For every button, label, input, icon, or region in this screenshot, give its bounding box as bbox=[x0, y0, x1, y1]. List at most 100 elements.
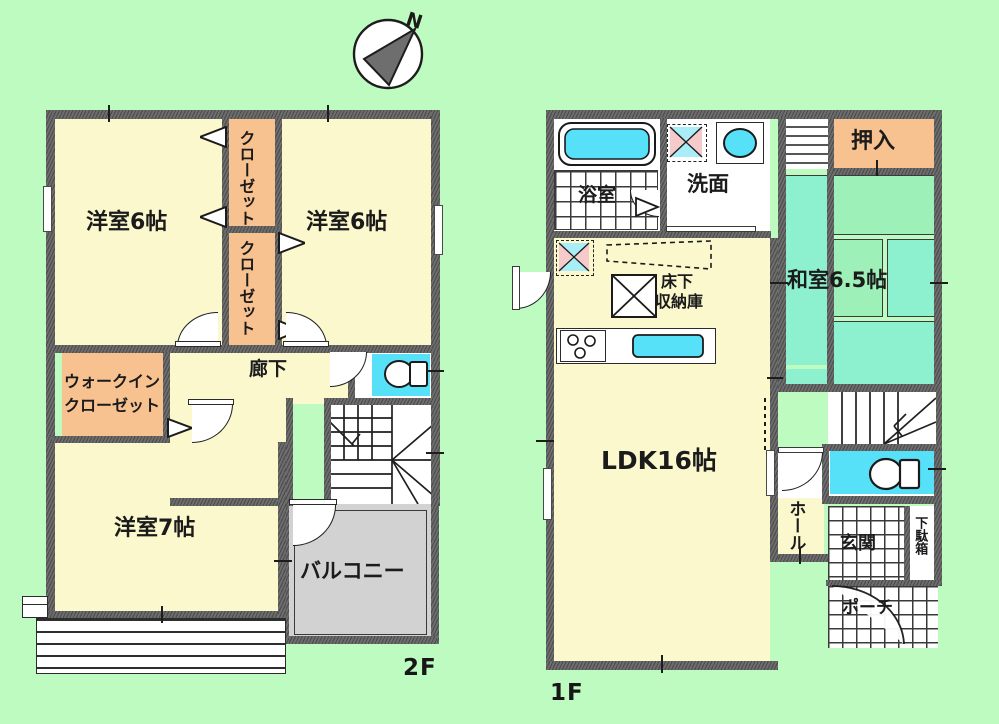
tatami-mat-4 bbox=[887, 239, 937, 317]
label-porch: ポーチ bbox=[842, 598, 893, 618]
closet-bottom-door-arrow-1 bbox=[277, 232, 305, 254]
staircase-1f bbox=[828, 392, 936, 444]
tatami-mat-3 bbox=[833, 239, 883, 317]
window-1f-left-a bbox=[543, 468, 552, 520]
wall-1f-stair-bottom bbox=[822, 444, 940, 451]
door-sill-6b bbox=[283, 341, 329, 347]
wall-2f-wic-right bbox=[163, 352, 170, 442]
label-walk-in-closet-line1: ウォークイン bbox=[64, 372, 161, 391]
wall-2f-toilet-bottom bbox=[330, 398, 434, 405]
dimension-tick-washitsu-bottom bbox=[767, 377, 783, 379]
door-sill-hall bbox=[778, 447, 824, 453]
dimension-tick-2f-top-b bbox=[327, 105, 329, 122]
range-hood-dashed bbox=[605, 239, 713, 271]
room-hall-strip bbox=[776, 498, 824, 556]
tatami-outline-2 bbox=[833, 175, 937, 235]
wall-2f-corridor-right bbox=[286, 398, 293, 506]
wall-2f-corridor-bottom bbox=[170, 498, 292, 506]
tatami-mat-6 bbox=[785, 369, 937, 385]
floor-tag-1f: 1F bbox=[550, 680, 584, 706]
roof-eaves-2f bbox=[36, 618, 286, 674]
door-sill-balcony bbox=[289, 499, 337, 505]
room-bedroom-6b bbox=[281, 116, 433, 348]
dimension-tick-1f-right-a bbox=[930, 282, 948, 284]
window-1f-ldk-right bbox=[766, 450, 775, 496]
wic-door-arrow bbox=[166, 418, 192, 438]
wall-1f-tatami-divider bbox=[827, 119, 834, 385]
floor-tag-2f: 2F bbox=[403, 655, 437, 681]
dimension-tick-1f-bottom bbox=[661, 655, 663, 673]
label-oshiire: 押入 bbox=[851, 129, 896, 154]
closet-top-door-arrow-1 bbox=[200, 126, 228, 148]
toilet-2f-fixture bbox=[380, 352, 432, 396]
wall-1f-right-upper bbox=[934, 110, 942, 386]
north-arrow bbox=[352, 15, 428, 91]
tatami-mat-2 bbox=[833, 175, 937, 235]
label-washitsu: 和室6.5帖 bbox=[787, 268, 888, 292]
room-closet-bottom bbox=[228, 232, 277, 348]
tatami-outline-4 bbox=[887, 239, 937, 317]
staircase-2f bbox=[330, 404, 434, 504]
dimension-tick-2f-right-a bbox=[426, 370, 444, 372]
wall-1f-ldk-right bbox=[770, 238, 778, 562]
wash-basin-box bbox=[716, 122, 764, 164]
room-walk-in-closet bbox=[62, 352, 166, 438]
dimension-tick-2f-bottom bbox=[161, 606, 163, 623]
door-sill-washroom bbox=[666, 226, 756, 232]
dimension-tick-hall bbox=[799, 548, 801, 564]
door-arrow-bath bbox=[632, 196, 660, 218]
wall-1f-washitsu-bottom bbox=[776, 384, 940, 392]
entrance-door-arc bbox=[830, 584, 906, 646]
wall-2f-wic-bottom bbox=[52, 436, 170, 443]
room-ldk bbox=[553, 238, 770, 662]
room-genkan bbox=[828, 506, 908, 582]
tatami-mat-5 bbox=[833, 321, 937, 377]
wall-2f-closet-mid bbox=[222, 226, 282, 233]
wall-1f-washroom-bottom bbox=[553, 231, 771, 238]
wall-2f-bedrooms-bottom bbox=[46, 345, 440, 353]
room-corridor-2f-lower bbox=[170, 404, 292, 504]
label-walk-in-closet-line2: クローゼット bbox=[64, 396, 161, 415]
balcony-inner-edge bbox=[294, 510, 427, 635]
room-getabako bbox=[908, 506, 938, 582]
wall-2f-right bbox=[431, 110, 440, 506]
ldk-sliding-door-dashed bbox=[762, 398, 768, 454]
label-washroom: 洗面 bbox=[687, 172, 729, 196]
label-bedroom-7: 洋室7帖 bbox=[114, 516, 196, 541]
label-getabako: 下駄箱 bbox=[912, 516, 928, 555]
washing-machine-ldk-marker bbox=[556, 240, 594, 276]
wall-1f-washitsu-left bbox=[778, 118, 786, 386]
label-under-floor-storage-line2: 収納庫 bbox=[655, 292, 704, 311]
kitchen-sink bbox=[632, 334, 704, 358]
dimension-tick-2f-top-a bbox=[108, 105, 110, 122]
label-hall: ホール bbox=[785, 500, 806, 551]
wall-1f-toilet-left bbox=[822, 448, 829, 504]
bathtub bbox=[558, 122, 656, 166]
wall-1f-genkan-right bbox=[904, 506, 910, 584]
tatami-mat-1 bbox=[785, 175, 829, 365]
wall-1f-top bbox=[546, 110, 942, 119]
room-bedroom-6a bbox=[52, 116, 224, 348]
toilet-1f-fixture bbox=[864, 450, 926, 498]
wall-2f-balcony-bottom bbox=[282, 636, 437, 644]
dimension-tick-1f-right-b bbox=[928, 468, 946, 470]
dimension-tick-2f-right-b bbox=[426, 452, 444, 454]
wall-1f-porch-top bbox=[826, 580, 940, 586]
stairs-shaft-top bbox=[786, 119, 828, 169]
wall-2f-bedroom7-right bbox=[278, 442, 286, 618]
wall-1f-toilet-bottom bbox=[826, 496, 940, 504]
room-oshiire bbox=[832, 119, 936, 171]
under-floor-storage-icon bbox=[611, 274, 657, 318]
gas-stove bbox=[560, 330, 606, 362]
tatami-outline-5 bbox=[833, 321, 937, 385]
wall-2f-bottom-left bbox=[46, 611, 286, 620]
wall-2f-stairs-left bbox=[324, 398, 331, 506]
wall-1f-right-mid bbox=[934, 386, 942, 586]
wall-2f-top bbox=[46, 110, 440, 119]
room-closet-top bbox=[228, 116, 277, 228]
wall-1f-bath-right bbox=[660, 118, 667, 234]
label-genkan: 玄関 bbox=[840, 533, 876, 554]
label-closet-bottom: クローゼット bbox=[236, 240, 256, 336]
dimension-tick-oshiire bbox=[876, 160, 878, 176]
